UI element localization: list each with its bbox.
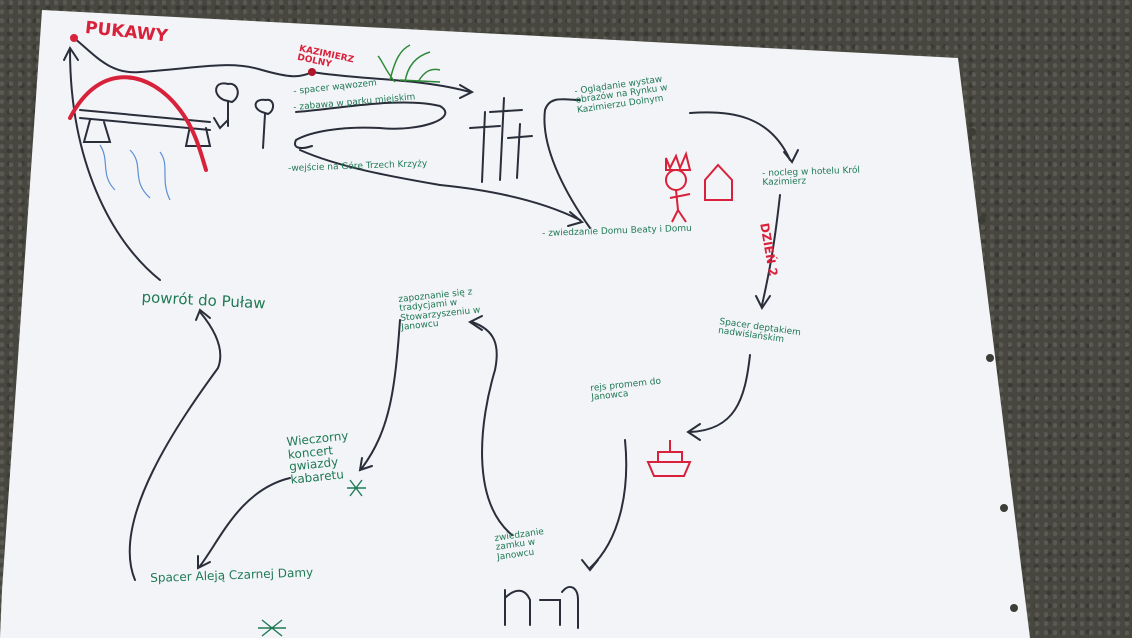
loop-path — [294, 101, 447, 149]
tree-1 — [215, 82, 239, 127]
king-crown — [665, 150, 692, 171]
star-icon — [258, 619, 286, 637]
cross-3 — [507, 123, 533, 179]
cross-1 — [469, 111, 501, 183]
king-body — [669, 189, 691, 223]
house-sketch — [504, 585, 579, 629]
route-to-concert — [361, 319, 401, 469]
route-to-boat — [689, 354, 751, 433]
star-icon — [347, 479, 366, 497]
route-to-promenade — [761, 194, 781, 306]
grass-tuft — [377, 44, 441, 83]
pulawy-dot — [70, 34, 78, 42]
arrowhead — [755, 295, 771, 310]
arrowhead — [459, 84, 475, 99]
arrowhead — [195, 308, 211, 321]
arrowhead — [567, 211, 585, 227]
boat-cabin — [657, 440, 683, 463]
arrowhead — [686, 423, 701, 441]
route-to-traditions — [471, 321, 513, 536]
route-crosses-line — [299, 149, 441, 186]
red-hill-arc — [68, 75, 208, 172]
route-return-up — [69, 49, 161, 281]
binder-hole — [968, 128, 976, 136]
arrowhead — [63, 46, 79, 61]
binder-hole — [978, 216, 986, 224]
arrowhead — [581, 559, 599, 572]
route-to-alley — [199, 477, 291, 567]
river-line — [129, 149, 151, 199]
arrowhead — [783, 149, 799, 164]
route-top — [73, 37, 313, 78]
arrowhead — [468, 315, 483, 331]
label-concert: Wieczorny koncert gwiazdy kabaretu — [285, 428, 350, 487]
route-to-hotel — [689, 111, 791, 161]
arrowhead — [358, 457, 373, 472]
bridge-pillar-left — [82, 119, 112, 143]
binder-hole — [1010, 604, 1018, 612]
tree-2 — [254, 98, 274, 149]
label-hotel: - nocleg w hotelu Król Kazimierz — [761, 165, 861, 189]
route-to-castle — [589, 439, 628, 569]
binder-hole — [986, 354, 994, 362]
route-to-crosses — [439, 184, 581, 221]
route-to-return — [128, 311, 222, 581]
binder-hole — [1000, 504, 1008, 512]
stick-figure-legs — [213, 117, 229, 130]
bridge-rail — [79, 117, 211, 131]
cross-2 — [489, 97, 523, 181]
paper-sheet — [0, 10, 1030, 638]
river-line — [159, 151, 171, 201]
route-s-curve — [543, 98, 591, 229]
house-icon — [704, 163, 733, 201]
river-line — [99, 144, 116, 191]
kazimierz-dot — [308, 68, 316, 76]
arrowhead — [197, 555, 211, 570]
